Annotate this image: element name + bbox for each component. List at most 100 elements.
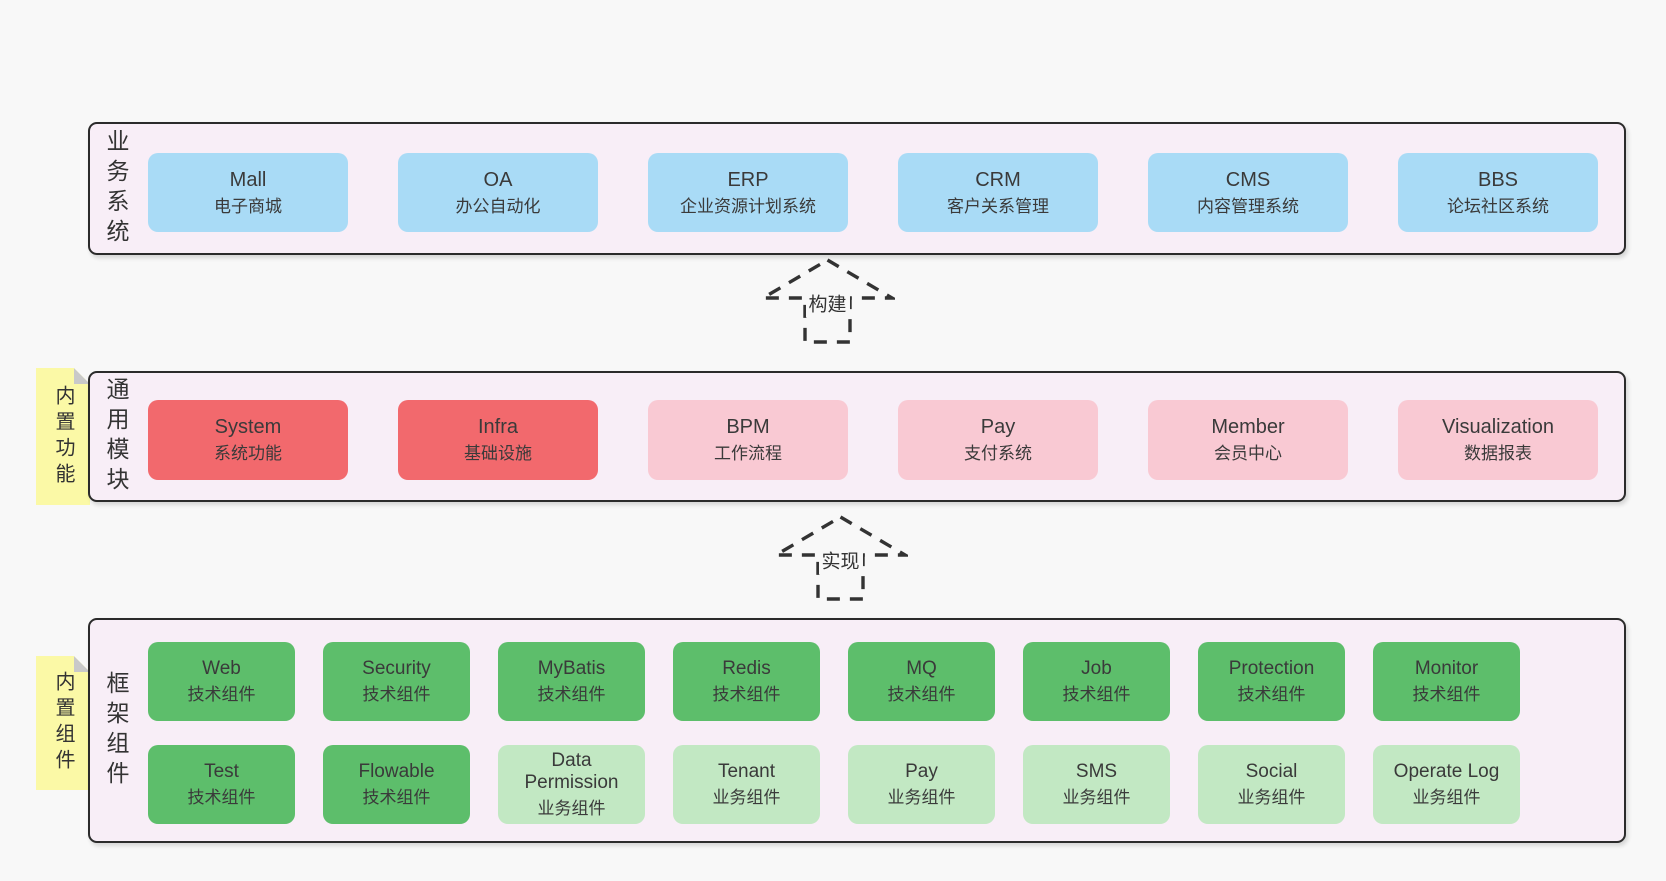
box-system: System 系统功能 bbox=[148, 400, 348, 480]
box-title: System bbox=[214, 416, 282, 439]
box-visualization: Visualization 数据报表 bbox=[1398, 400, 1598, 480]
box-subtitle: 数据报表 bbox=[1464, 444, 1532, 464]
box-monitor: Monitor 技术组件 bbox=[1373, 642, 1520, 721]
box-subtitle: 技术组件 bbox=[1237, 684, 1306, 704]
box-subtitle: 基础设施 bbox=[464, 444, 532, 464]
box-pay-component: Pay 业务组件 bbox=[848, 745, 995, 824]
box-subtitle: 技术组件 bbox=[1062, 684, 1131, 704]
box-operate-log: Operate Log 业务组件 bbox=[1373, 745, 1520, 824]
implement-arrow: 实现 bbox=[773, 514, 908, 602]
box-mq: MQ 技术组件 bbox=[848, 642, 995, 721]
box-redis: Redis 技术组件 bbox=[673, 642, 820, 721]
box-cms: CMS 内容管理系统 bbox=[1148, 153, 1348, 232]
box-flowable: Flowable 技术组件 bbox=[323, 745, 470, 824]
box-subtitle: 内容管理系统 bbox=[1197, 196, 1299, 216]
business-box-row: Mall 电子商城 OA 办公自动化 ERP 企业资源计划系统 CRM 客户关系… bbox=[148, 153, 1598, 232]
box-title: Monitor bbox=[1414, 657, 1479, 679]
box-subtitle: 电子商城 bbox=[214, 196, 282, 216]
section-modules-label: 通用模块 bbox=[103, 376, 129, 497]
sticky-note-builtin-components: 内置组件 bbox=[36, 656, 90, 790]
box-test: Test 技术组件 bbox=[148, 745, 295, 824]
box-title: Pay bbox=[980, 416, 1016, 439]
build-arrow-label: 构建 bbox=[805, 288, 850, 318]
box-subtitle: 支付系统 bbox=[964, 444, 1032, 464]
box-subtitle: 客户关系管理 bbox=[947, 196, 1049, 216]
box-subtitle: 业务组件 bbox=[537, 799, 606, 819]
box-title: Test bbox=[204, 760, 239, 782]
box-title: BBS bbox=[1477, 168, 1519, 191]
box-social: Social 业务组件 bbox=[1198, 745, 1345, 824]
box-protection: Protection 技术组件 bbox=[1198, 642, 1345, 721]
box-subtitle: 技术组件 bbox=[1412, 684, 1481, 704]
box-title: ERP bbox=[727, 168, 769, 191]
box-title: Job bbox=[1081, 657, 1112, 679]
box-title: Pay bbox=[905, 760, 938, 782]
box-subtitle: 技术组件 bbox=[362, 787, 431, 807]
section-framework-components: 框架组件 Web 技术组件 Security 技术组件 MyBatis 技术组件… bbox=[88, 618, 1626, 843]
section-common-modules: 通用模块 System 系统功能 Infra 基础设施 BPM 工作流程 Pay… bbox=[88, 371, 1626, 502]
box-sms: SMS 业务组件 bbox=[1023, 745, 1170, 824]
box-title: Infra bbox=[477, 416, 519, 439]
box-subtitle: 工作流程 bbox=[714, 444, 782, 464]
box-title: Mall bbox=[229, 168, 267, 191]
box-title: Flowable bbox=[358, 760, 435, 782]
box-subtitle: 业务组件 bbox=[712, 787, 781, 807]
box-title: MQ bbox=[906, 657, 937, 679]
box-bbs: BBS 论坛社区系统 bbox=[1398, 153, 1598, 232]
components-box-row-1: Web 技术组件 Security 技术组件 MyBatis 技术组件 Redi… bbox=[148, 642, 1520, 721]
sticky-note-builtin-functions: 内置功能 bbox=[36, 368, 90, 505]
box-title: Data Permission bbox=[524, 749, 619, 794]
box-tenant: Tenant 业务组件 bbox=[673, 745, 820, 824]
box-infra: Infra 基础设施 bbox=[398, 400, 598, 480]
box-title: Member bbox=[1211, 416, 1285, 439]
box-pay-module: Pay 支付系统 bbox=[898, 400, 1098, 480]
box-subtitle: 技术组件 bbox=[887, 684, 956, 704]
box-subtitle: 技术组件 bbox=[537, 684, 606, 704]
box-security: Security 技术组件 bbox=[323, 642, 470, 721]
box-title: BPM bbox=[726, 416, 770, 439]
box-erp: ERP 企业资源计划系统 bbox=[648, 153, 848, 232]
box-subtitle: 技术组件 bbox=[187, 684, 256, 704]
box-bpm: BPM 工作流程 bbox=[648, 400, 848, 480]
box-subtitle: 技术组件 bbox=[187, 787, 256, 807]
box-title: OA bbox=[483, 168, 513, 191]
section-business-systems: 业务系统 Mall 电子商城 OA 办公自动化 ERP 企业资源计划系统 CRM… bbox=[88, 122, 1626, 255]
box-subtitle: 技术组件 bbox=[712, 684, 781, 704]
box-title: CMS bbox=[1225, 168, 1271, 191]
box-subtitle: 企业资源计划系统 bbox=[680, 196, 816, 216]
build-arrow: 构建 bbox=[760, 257, 895, 345]
box-title: Redis bbox=[722, 657, 771, 679]
box-subtitle: 业务组件 bbox=[887, 787, 956, 807]
box-member: Member 会员中心 bbox=[1148, 400, 1348, 480]
box-mybatis: MyBatis 技术组件 bbox=[498, 642, 645, 721]
box-job: Job 技术组件 bbox=[1023, 642, 1170, 721]
box-subtitle: 业务组件 bbox=[1237, 787, 1306, 807]
box-web: Web 技术组件 bbox=[148, 642, 295, 721]
box-subtitle: 会员中心 bbox=[1214, 444, 1282, 464]
sticky-note-text: 内置功能 bbox=[52, 384, 74, 489]
box-subtitle: 系统功能 bbox=[214, 444, 282, 464]
box-title: Social bbox=[1245, 760, 1298, 782]
modules-box-row: System 系统功能 Infra 基础设施 BPM 工作流程 Pay 支付系统… bbox=[148, 400, 1598, 480]
box-title: CRM bbox=[975, 168, 1021, 191]
up-arrow-icon bbox=[760, 258, 895, 344]
box-mall: Mall 电子商城 bbox=[148, 153, 348, 232]
box-subtitle: 技术组件 bbox=[362, 684, 431, 704]
box-subtitle: 业务组件 bbox=[1412, 787, 1481, 807]
box-subtitle: 业务组件 bbox=[1062, 787, 1131, 807]
box-title: SMS bbox=[1075, 760, 1118, 782]
box-title: Security bbox=[362, 657, 431, 679]
section-business-label: 业务系统 bbox=[103, 128, 129, 249]
box-title: Operate Log bbox=[1393, 760, 1500, 782]
box-title: MyBatis bbox=[537, 657, 606, 679]
sticky-note-text: 内置组件 bbox=[52, 671, 74, 775]
box-subtitle: 论坛社区系统 bbox=[1447, 196, 1549, 216]
box-title: Tenant bbox=[717, 760, 776, 782]
box-crm: CRM 客户关系管理 bbox=[898, 153, 1098, 232]
components-box-row-2: Test 技术组件 Flowable 技术组件 Data Permission … bbox=[148, 745, 1520, 824]
box-oa: OA 办公自动化 bbox=[398, 153, 598, 232]
box-title: Web bbox=[202, 657, 241, 679]
box-data-permission: Data Permission 业务组件 bbox=[498, 745, 645, 824]
up-arrow-icon bbox=[773, 515, 908, 601]
